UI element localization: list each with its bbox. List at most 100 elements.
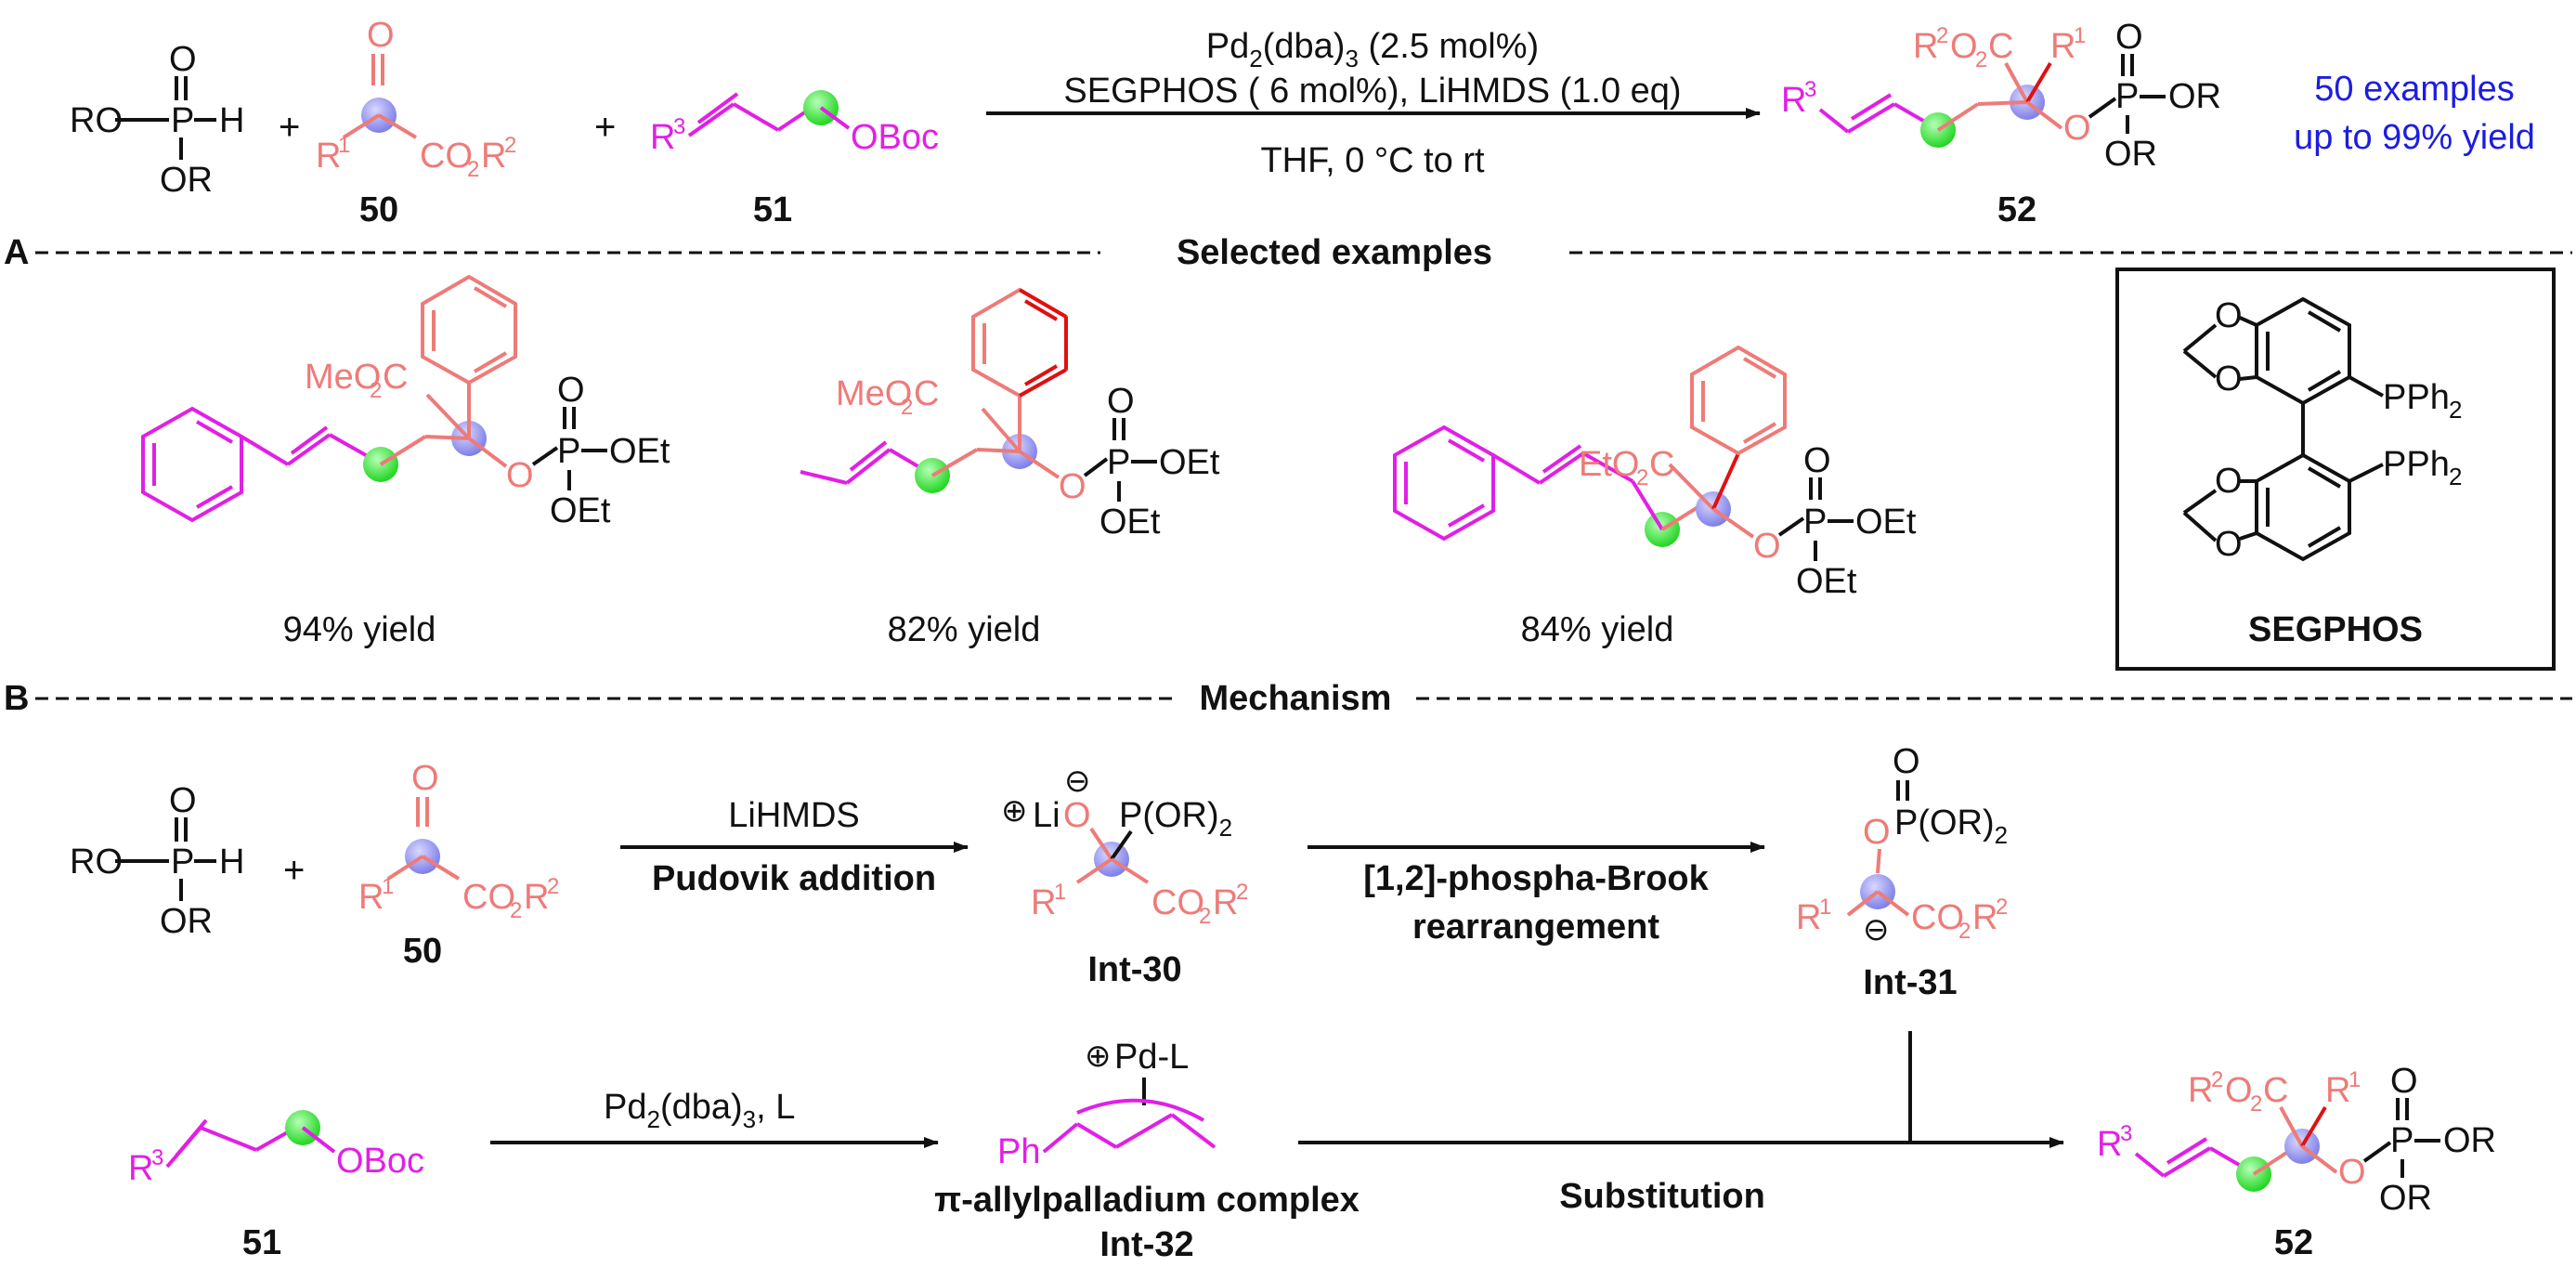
svg-text:2: 2 (2211, 1067, 2223, 1092)
svg-text:R: R (2188, 1071, 2213, 1110)
svg-text:2: 2 (467, 157, 479, 182)
allyl-carbonate-51: R 3 OBoc 51 (650, 90, 939, 229)
h-atom: H (219, 101, 244, 140)
svg-text:P: P (557, 432, 580, 471)
svg-text:CO: CO (1911, 898, 1964, 937)
svg-text:2: 2 (2449, 396, 2462, 424)
pd-catalyst-label: Pd2(dba)3, L (604, 1088, 795, 1133)
svg-text:O: O (1863, 813, 1891, 852)
svg-text:O: O (2338, 1153, 2366, 1192)
svg-text:O: O (1107, 382, 1135, 421)
svg-text:R: R (1796, 898, 1821, 937)
svg-text:C: C (914, 374, 939, 413)
section-a-header: A Selected examples (4, 233, 2572, 272)
allyl-complex-label: π-allylpalladium complex (934, 1181, 1360, 1220)
yield-1: 94% yield (283, 610, 436, 649)
svg-text:1: 1 (338, 133, 350, 158)
svg-text:C: C (1988, 27, 2013, 66)
label-51: 51 (753, 190, 792, 229)
svg-text:1: 1 (2348, 1067, 2361, 1092)
svg-text:R: R (1781, 81, 1806, 120)
svg-text:P: P (1107, 443, 1130, 482)
svg-text:CO: CO (462, 878, 515, 917)
product-52-top: R 3 R 2 O 2 C R 1 O P O OR OR 52 (1781, 18, 2221, 229)
svg-text:H: H (219, 842, 244, 882)
int-30: ⊕ Li O ⊖ P(OR)2 R 1 CO 2 R 2 Int-30 (1001, 764, 1248, 989)
svg-text:O: O (169, 781, 197, 820)
svg-text:R: R (128, 1149, 153, 1188)
yield-2: 82% yield (888, 610, 1041, 649)
section-b-letter: B (4, 679, 29, 718)
svg-text:O: O (2215, 525, 2243, 564)
pudovik-label: Pudovik addition (652, 859, 936, 898)
svg-text:O: O (411, 759, 439, 798)
svg-text:R: R (2097, 1125, 2122, 1164)
svg-text:51: 51 (242, 1223, 281, 1262)
plus-sign: + (279, 107, 300, 148)
svg-text:OR: OR (2443, 1121, 2496, 1160)
examples-count: 50 examples (2314, 70, 2514, 109)
yield-3: 84% yield (1521, 610, 1674, 649)
svg-text:O: O (367, 16, 395, 55)
svg-text:2: 2 (1936, 23, 1948, 48)
svg-text:⊕: ⊕ (1085, 1038, 1112, 1074)
main-reaction-arrow: Pd2(dba)3 (2.5 mol%) SEGPHOS ( 6 mol%), … (986, 27, 1761, 180)
svg-text:OEt: OEt (550, 491, 611, 530)
svg-text:R: R (1213, 883, 1238, 922)
substitution-label: Substitution (1559, 1177, 1765, 1216)
o-atom: O (169, 40, 197, 79)
ketoester-50: O R 1 CO 2 R 2 50 (316, 16, 516, 229)
svg-text:P: P (2115, 77, 2139, 116)
svg-text:P: P (171, 842, 194, 882)
svg-text:O: O (2225, 1071, 2253, 1110)
svg-text:O: O (2063, 109, 2091, 148)
svg-text:O: O (2215, 296, 2243, 335)
svg-text:1: 1 (2074, 23, 2086, 48)
svg-text:50: 50 (403, 932, 442, 971)
int-30-label: Int-30 (1087, 950, 1181, 989)
mech-product-52: R 3 R 2 O 2 C R 1 O P O OR OR 52 (2097, 1062, 2496, 1262)
svg-text:1: 1 (382, 874, 394, 899)
svg-text:P: P (1803, 503, 1827, 542)
svg-text:1: 1 (1054, 880, 1066, 905)
svg-text:OEt: OEt (1099, 503, 1161, 542)
label-50: 50 (359, 190, 398, 229)
example-1: MeO 2 C O P O PPh OEt OEt 94% yield (141, 274, 670, 649)
svg-text:O: O (1753, 527, 1781, 566)
svg-text:O: O (1893, 742, 1920, 781)
svg-text:O: O (557, 371, 585, 410)
svg-text:EtO: EtO (1579, 445, 1639, 484)
mech-phosphite: RO P H O OR (70, 781, 244, 941)
solvent-label: THF, 0 °C to rt (1260, 141, 1485, 180)
phosphite-reactant: RO P H O OR (70, 40, 244, 200)
svg-text:P(OR)2: P(OR)2 (1119, 796, 1232, 842)
lihmds-label: LiHMDS (728, 796, 859, 835)
section-a-letter: A (4, 233, 29, 272)
segphos-label: SEGPHOS (2248, 610, 2423, 649)
svg-text:R: R (1972, 898, 1997, 937)
svg-text:⊕: ⊕ (1001, 793, 1028, 829)
svg-text:3: 3 (673, 114, 685, 139)
svg-text:2: 2 (1636, 465, 1648, 490)
arrow-oxidative-addition: Pd2(dba)3, L (490, 1088, 939, 1148)
svg-text:OBoc: OBoc (851, 118, 939, 157)
mech-ketoester-50: O R 1 CO 2 R 2 50 (358, 759, 559, 971)
svg-text:OEt: OEt (609, 432, 670, 471)
svg-text:O: O (1950, 27, 1978, 66)
svg-text:P(OR)2: P(OR)2 (1894, 803, 2008, 849)
section-b-header: B Mechanism (4, 679, 2572, 718)
svg-text:O: O (1063, 796, 1091, 835)
svg-text:CO: CO (1151, 883, 1204, 922)
svg-text:R: R (650, 118, 675, 157)
label-52: 52 (1997, 190, 2036, 229)
svg-text:2: 2 (901, 395, 913, 420)
mech-allyl-51: R 3 OBoc 51 (128, 1110, 424, 1262)
svg-text:O: O (2215, 462, 2243, 501)
svg-text:R: R (316, 137, 341, 176)
svg-text:OR: OR (160, 902, 213, 941)
int-32-label: Int-32 (1099, 1225, 1193, 1264)
svg-text:OR: OR (2168, 77, 2221, 116)
svg-text:+: + (283, 850, 305, 891)
svg-text:OEt: OEt (1159, 443, 1220, 482)
svg-text:OEt: OEt (1796, 562, 1857, 601)
